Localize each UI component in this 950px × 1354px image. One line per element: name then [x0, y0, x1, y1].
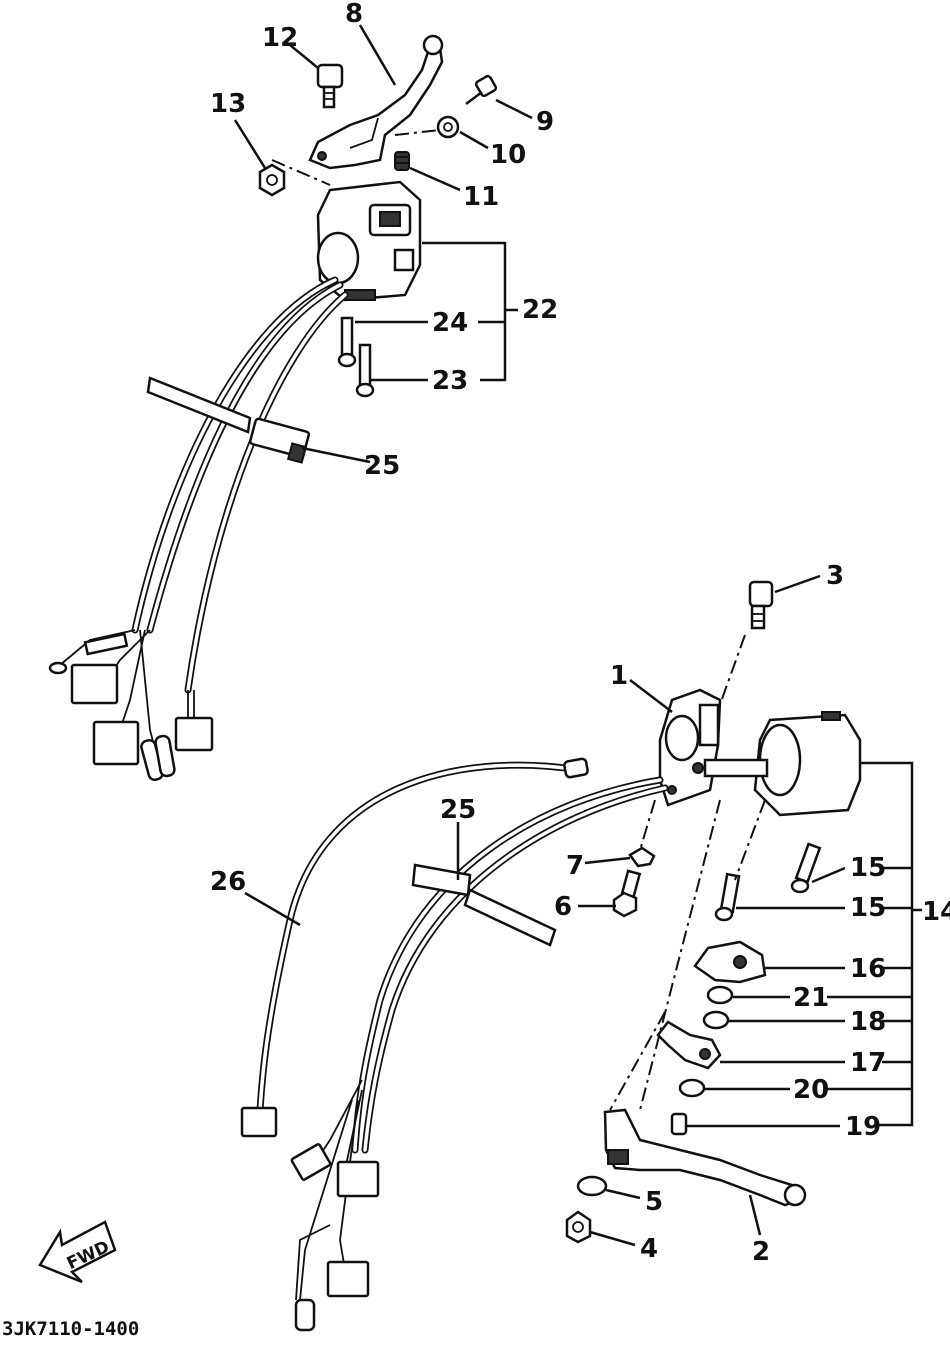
part-cable-tie-25-upper	[146, 376, 311, 464]
callout-8: 8	[345, 0, 363, 29]
part-clip-7	[628, 846, 656, 868]
part-cable-tie-25-lower	[411, 863, 557, 947]
part-screw-19	[670, 1112, 688, 1136]
part-screw-9	[465, 74, 498, 105]
callout-2: 2	[752, 1237, 770, 1267]
callout-16: 16	[850, 954, 886, 984]
part-bolt-6	[612, 869, 642, 918]
part-washer-21	[706, 985, 734, 1005]
callout-9: 9	[536, 107, 554, 137]
part-screw-23	[355, 343, 375, 398]
part-screw-15a	[790, 842, 822, 894]
part-washer-5	[576, 1175, 608, 1197]
callout-7: 7	[566, 851, 584, 881]
part-screw-24	[337, 316, 357, 368]
connector-group-right	[290, 1079, 380, 1332]
fwd-arrow: FWD	[38, 1220, 117, 1284]
part-bolt-3	[748, 580, 774, 630]
callout-14: 14	[922, 897, 950, 927]
callout-26: 26	[210, 867, 246, 897]
callout-5: 5	[645, 1187, 663, 1217]
callout-15a: 15	[850, 853, 886, 883]
callout-6: 6	[554, 892, 572, 922]
part-washer-20	[678, 1078, 706, 1098]
callout-labels: 8 12 13 9 10 11 22 24 23 25 3 1 25 26 7 …	[210, 0, 950, 1267]
part-17	[656, 1020, 722, 1070]
part-washer-18	[702, 1010, 730, 1030]
callout-17: 17	[850, 1048, 886, 1078]
part-switch-body-22	[316, 180, 422, 302]
callout-15b: 15	[850, 893, 886, 923]
connector-group-left	[48, 629, 214, 782]
callout-1: 1	[610, 661, 628, 691]
part-nut-4	[565, 1210, 592, 1244]
part-nut-13	[258, 163, 286, 197]
callout-4: 4	[640, 1234, 658, 1264]
callout-13: 13	[210, 89, 246, 119]
callout-23: 23	[432, 366, 468, 396]
part-lever-8	[308, 34, 444, 170]
part-spring-11	[394, 151, 410, 171]
callout-25-upper: 25	[364, 451, 400, 481]
left-switch-assembly	[48, 34, 498, 782]
part-switch-body-14	[703, 711, 862, 817]
diagram-code: 3JK7110-1400	[2, 1318, 139, 1340]
connector-26	[240, 1106, 278, 1138]
callout-18: 18	[850, 1007, 886, 1037]
right-lever-assembly	[240, 580, 862, 1332]
leader-lines	[233, 24, 922, 1247]
callout-3: 3	[826, 561, 844, 591]
part-screw-15b	[714, 872, 741, 922]
callout-22: 22	[522, 295, 558, 325]
callout-25-lower: 25	[440, 795, 476, 825]
callout-21: 21	[793, 983, 829, 1013]
callout-10: 10	[490, 140, 526, 170]
part-16	[693, 940, 767, 984]
part-bolt-12	[316, 63, 344, 109]
part-lever-2	[603, 1108, 807, 1207]
part-nut-10	[436, 115, 460, 139]
callout-11: 11	[463, 182, 499, 212]
callout-19: 19	[845, 1112, 881, 1142]
part-lever-holder-1	[658, 688, 722, 807]
callout-20: 20	[793, 1075, 829, 1105]
callout-24: 24	[432, 308, 468, 338]
callout-12: 12	[262, 23, 298, 53]
